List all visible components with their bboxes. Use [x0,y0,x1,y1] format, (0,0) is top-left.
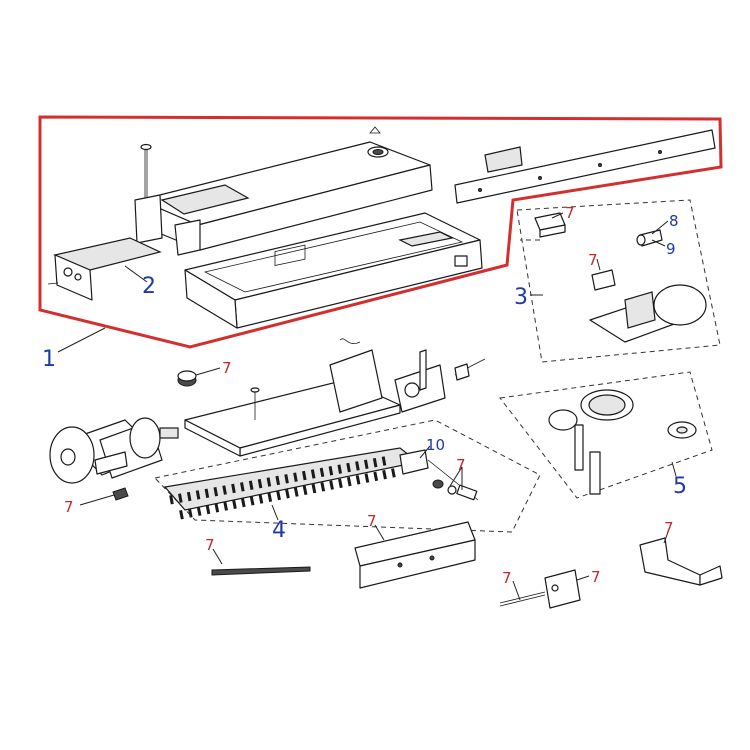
callout-7-clip: 7 [64,498,74,516]
grommet [177,370,197,387]
small-clip [112,487,129,501]
cover-screw [140,143,152,200]
top-cover [139,126,433,251]
end-plate-part-2 [47,237,162,301]
spike-rod [211,566,311,576]
callout-7-rail-bracket: 7 [367,512,377,530]
base-tray [184,212,483,329]
callout-7-grommet: 7 [222,359,232,377]
callout-2: 2 [142,274,156,299]
rail-bracket [354,521,476,589]
top-rail [454,129,716,204]
callout-7-angle-bracket: 7 [664,519,674,537]
assembly-5-outline [499,371,713,499]
callout-7-switch-right: 7 [591,568,601,586]
fuse-holder [636,229,663,247]
callout-5: 5 [673,474,687,499]
power-board [589,269,707,343]
assembly-1-outline [38,115,723,349]
assembly-3-outline [516,199,721,363]
leader-lines [57,212,677,601]
limit-switch-block [499,569,581,609]
end-cap-bracket [134,194,201,256]
drive-chassis [184,338,486,457]
callout-3: 3 [514,285,528,310]
callout-7-switch-left: 7 [502,569,512,587]
callout-7-tensioner: 7 [456,456,466,474]
callout-7-power-board: 7 [588,251,598,269]
drive-chain [163,447,420,520]
chain-tensioner [399,449,479,501]
callout-7-connector-top: 7 [565,204,575,222]
angle-bracket [639,537,723,586]
callout-8: 8 [669,212,679,230]
drive-motor [49,417,179,484]
callout-1: 1 [42,347,56,372]
gear-set [548,389,697,495]
connector-block-top [534,212,566,238]
callout-9: 9 [666,240,676,258]
callout-4: 4 [272,518,286,543]
callout-7-spike: 7 [205,536,215,554]
assembly-4-outline [154,419,541,533]
callout-10: 10 [426,436,445,454]
